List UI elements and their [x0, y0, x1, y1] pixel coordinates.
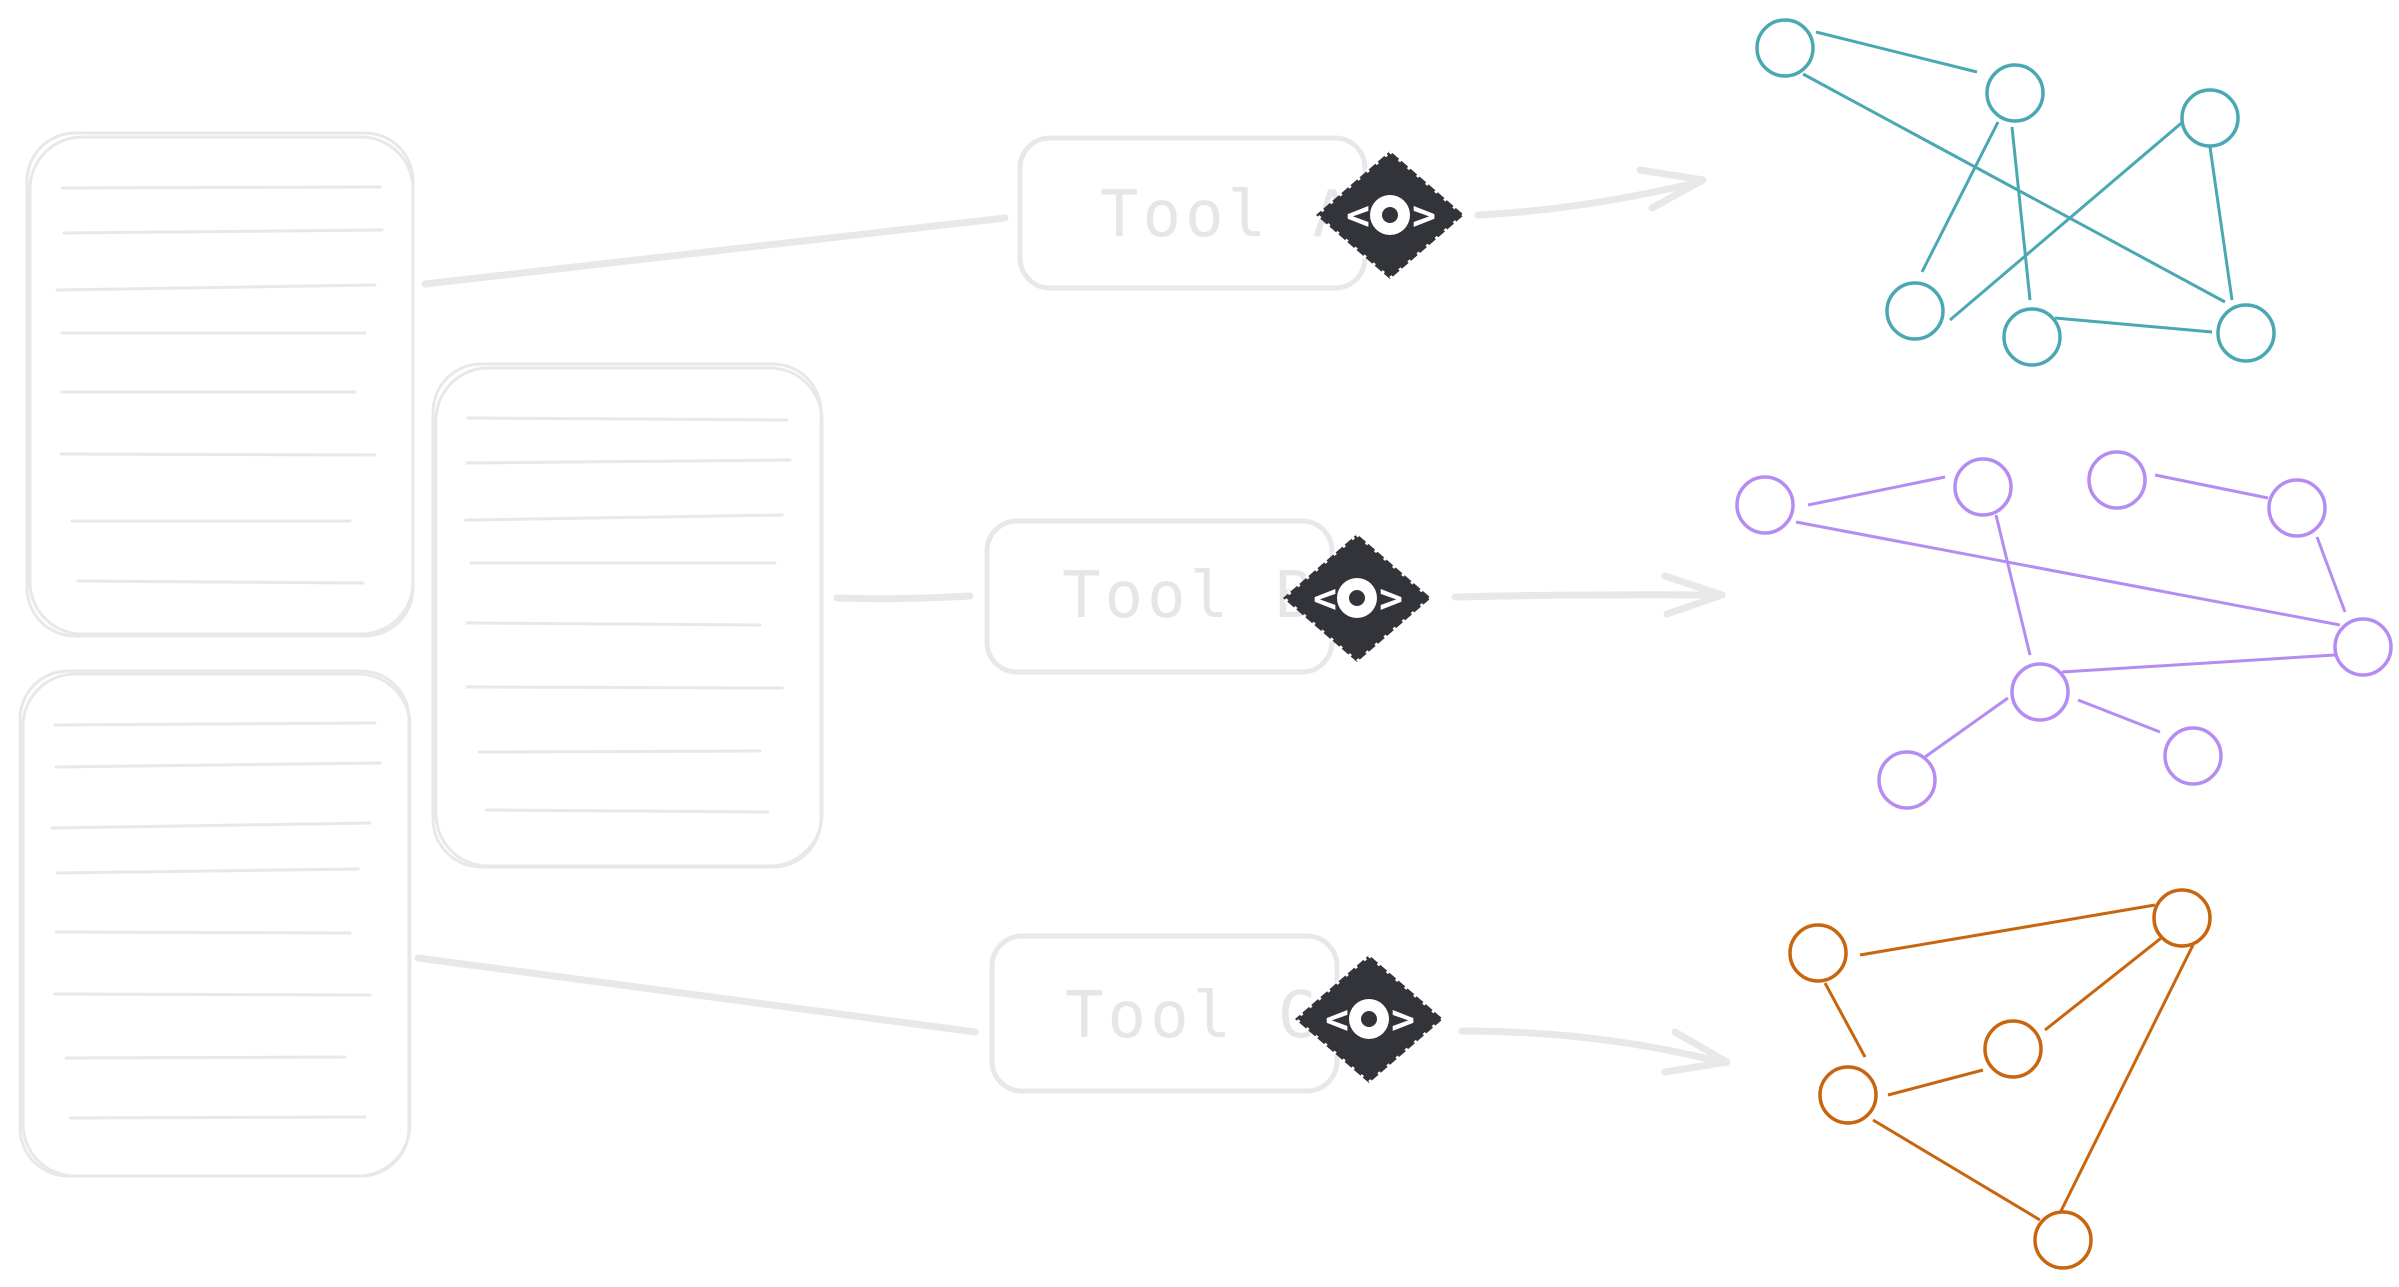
graph-a-node — [1985, 63, 2045, 123]
graph-a-node — [2180, 88, 2240, 148]
document-3 — [18, 669, 412, 1178]
tool-b-label: Tool B — [1062, 559, 1317, 633]
graph-b-node — [2267, 478, 2327, 538]
connector-doc1-tool-a — [421, 214, 1009, 288]
graph-a-node — [2216, 303, 2276, 363]
document-2 — [431, 362, 824, 869]
badge-left-glyph: < — [1325, 997, 1349, 1043]
document-1 — [25, 131, 415, 638]
arrow-tool-c-graph-c — [1458, 1027, 1731, 1076]
tool-a-box: Tool A — [1017, 135, 1368, 291]
graph-a — [1755, 18, 2276, 367]
badge-right-glyph: > — [1391, 997, 1415, 1043]
graph-b-node — [2163, 726, 2223, 786]
badge-left-glyph: < — [1346, 193, 1370, 239]
connector-doc3-tool-c — [414, 954, 979, 1036]
graph-c-node — [2033, 1210, 2093, 1270]
tool-b-badge: < > — [1279, 531, 1435, 665]
graph-b-node — [2333, 617, 2393, 677]
badge-right-glyph: > — [1412, 193, 1436, 239]
tool-b-box: Tool B — [984, 518, 1335, 675]
graph-b-node — [1953, 457, 2013, 517]
graph-b-node — [2010, 662, 2070, 722]
graph-b-node — [2087, 450, 2147, 510]
graph-a-node — [2002, 307, 2062, 367]
graph-c-node — [2152, 888, 2212, 948]
graph-a-node — [1755, 18, 1815, 78]
graph-b-node — [1877, 750, 1937, 810]
tool-c-label: Tool C — [1065, 979, 1320, 1053]
graph-b-node — [1735, 475, 1795, 535]
graph-c-node — [1983, 1019, 2043, 1079]
arrow-tool-a-graph-a — [1474, 166, 1707, 219]
graph-c-node — [1788, 923, 1848, 983]
tool-c-box: Tool C — [989, 933, 1340, 1094]
graph-b — [1735, 450, 2393, 810]
tool-a-label: Tool A — [1100, 178, 1355, 252]
arrow-tool-b-graph-b — [1451, 572, 1726, 618]
graph-c-node — [1818, 1065, 1878, 1125]
graph-a-node — [1885, 281, 1945, 341]
badge-right-glyph: > — [1379, 576, 1403, 622]
tool-a-badge: < > — [1312, 148, 1468, 282]
connector-doc2-tool-b — [833, 592, 974, 603]
badge-left-glyph: < — [1313, 576, 1337, 622]
tool-c-badge: < > — [1291, 952, 1447, 1086]
graph-c — [1788, 888, 2212, 1270]
